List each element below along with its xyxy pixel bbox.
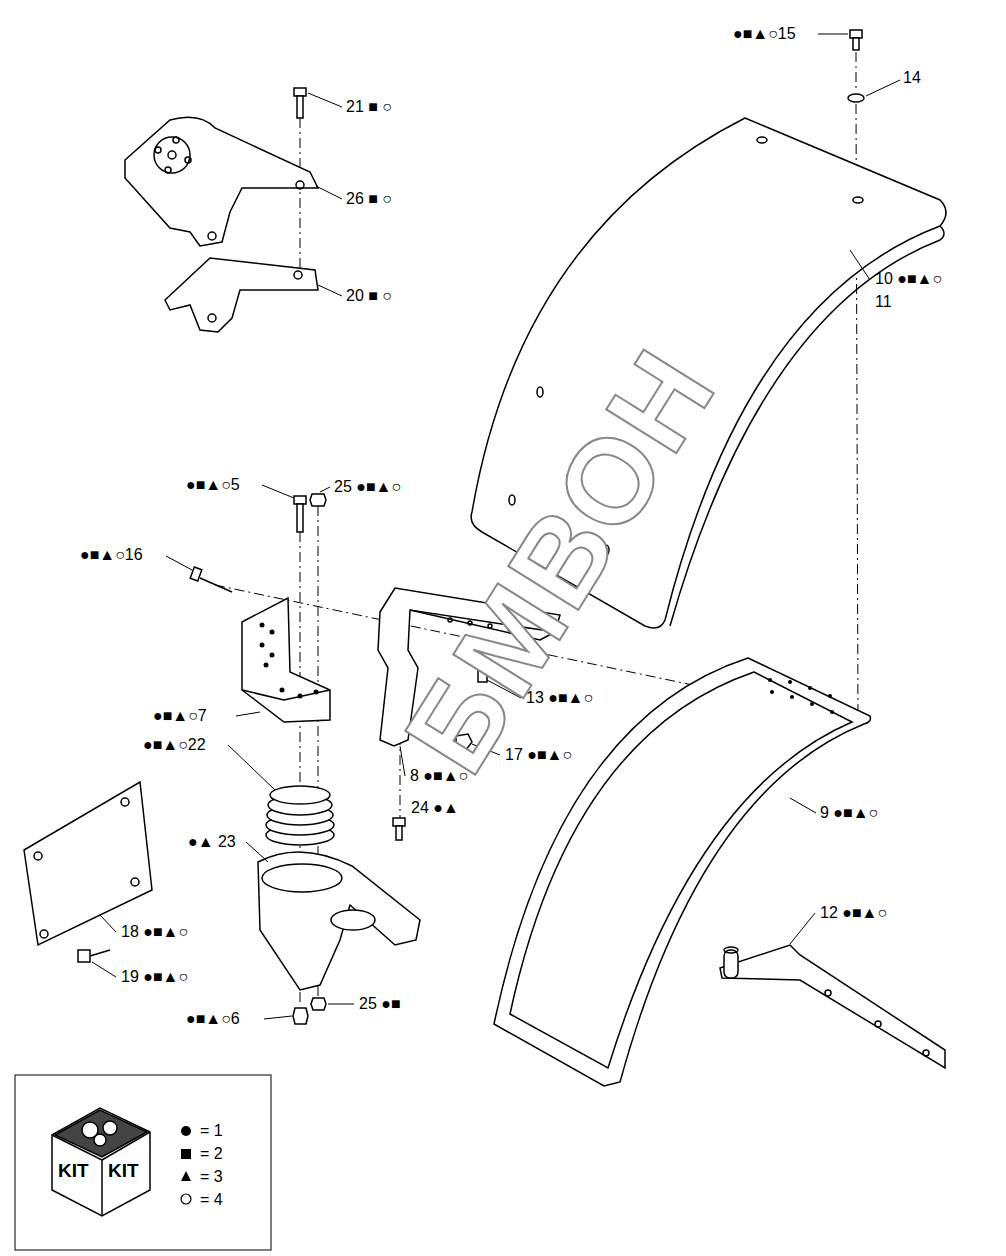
legend-text: = 2 (200, 1145, 223, 1163)
callout-number: ●■▲○6 (186, 1010, 240, 1028)
callout-number: 11 (875, 293, 892, 311)
callout-number: 12 ●■▲○ (820, 904, 887, 922)
kit-text: KIT (108, 1160, 139, 1182)
callout-number: 18 ●■▲○ (121, 923, 188, 941)
callout-number: 20 ■ ○ (346, 287, 392, 305)
callout-number: ●■▲○16 (80, 546, 143, 564)
callout-number: ●■▲○15 (733, 25, 796, 43)
legend-text: = 1 (200, 1122, 223, 1140)
kit-text: KIT (58, 1160, 89, 1182)
callout-number: ●▲ 23 (188, 833, 236, 851)
callout-number: 25 ●■ (359, 995, 401, 1013)
callout-number: 24 ●▲ (411, 799, 459, 817)
callout-number: 19 ●■▲○ (121, 968, 188, 986)
callout-number: ●■▲○5 (186, 476, 240, 494)
callout-number: 21 ■ ○ (346, 98, 392, 116)
callout-number: 10 ●■▲○ (875, 270, 942, 288)
callout-number: 26 ■ ○ (346, 190, 392, 208)
callout-number: 25 ●■▲○ (334, 478, 401, 496)
callout-number: 9 ●■▲○ (820, 804, 878, 822)
callout-number: ●■▲○22 (143, 736, 206, 754)
legend-text: = 3 (200, 1168, 223, 1186)
callout-number: 14 (903, 69, 921, 87)
legend-text: = 4 (200, 1191, 223, 1209)
callout-number: ●■▲○7 (153, 707, 207, 725)
